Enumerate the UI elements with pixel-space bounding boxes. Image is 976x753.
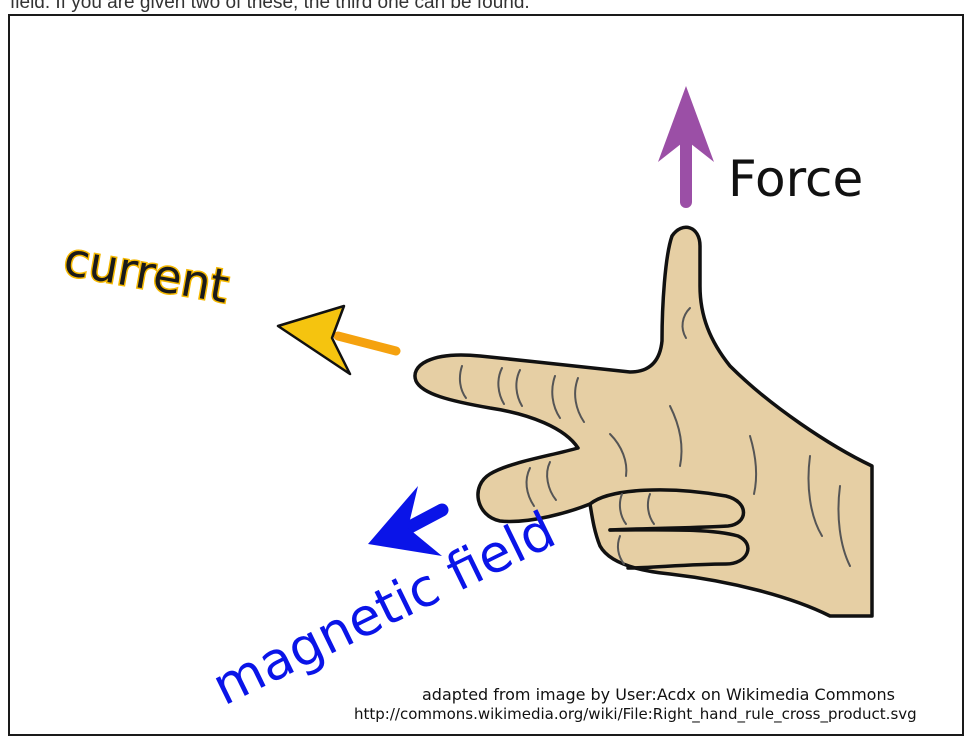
current-label: current <box>60 232 233 314</box>
hand-crease-lines <box>458 307 851 567</box>
magnetic-field-arrow <box>368 486 449 556</box>
credit-line-2: http://commons.wikimedia.org/wiki/File:R… <box>354 705 917 724</box>
force-label: Force <box>728 150 863 208</box>
hand <box>413 225 874 618</box>
right-hand-rule-figure: Force current magnetic field adapted fro… <box>8 14 964 736</box>
force-arrow <box>658 86 714 208</box>
right-hand-rule-illustration: Force current magnetic field adapted fro… <box>59 86 917 724</box>
credit-line-1: adapted from image by User:Acdx on Wikim… <box>422 685 895 704</box>
current-arrow <box>276 304 401 376</box>
intro-text: field. If you are given two of these, th… <box>10 0 530 13</box>
